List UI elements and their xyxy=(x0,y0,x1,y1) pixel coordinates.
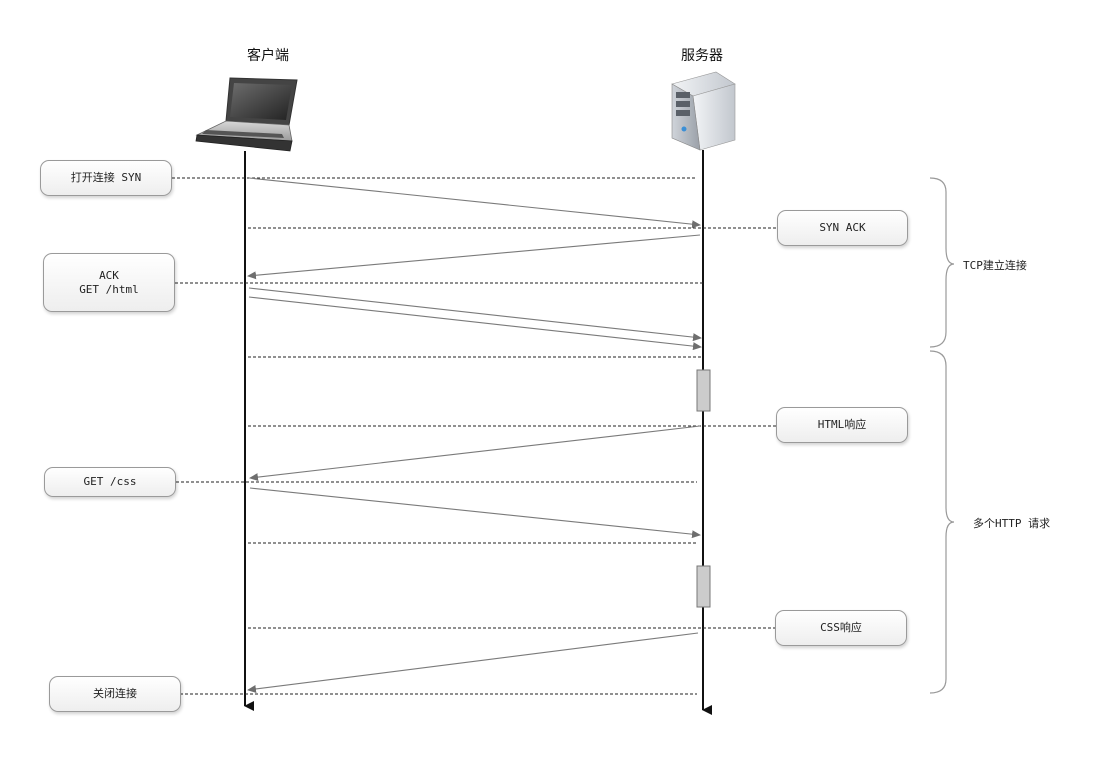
note-text: 关闭连接 xyxy=(93,687,137,700)
note-html-response: HTML响应 xyxy=(776,407,908,443)
note-get-css: GET /css xyxy=(44,467,176,497)
time-guide-lines xyxy=(172,177,777,695)
note-syn-ack: SYN ACK xyxy=(777,210,908,246)
note-css-response: CSS响应 xyxy=(775,610,907,646)
note-text: CSS响应 xyxy=(820,621,862,634)
note-text: 打开连接 SYN xyxy=(70,171,142,184)
note-text: GET /html xyxy=(79,282,139,296)
note-close: 关闭连接 xyxy=(49,676,181,712)
tcp-phase-label: TCP建立连接 xyxy=(963,259,1027,272)
note-text: HTML响应 xyxy=(817,418,867,431)
note-text: GET /css xyxy=(83,475,137,488)
server-title: 服务器 xyxy=(681,48,723,64)
http-phase-brace xyxy=(929,350,955,694)
server-tower-icon xyxy=(671,71,736,151)
note-ack-get-html: ACK GET /html xyxy=(43,253,175,312)
http-phase-label: 多个HTTP 请求 xyxy=(973,517,1051,530)
message-arrows xyxy=(247,177,702,693)
note-text: SYN ACK xyxy=(819,221,866,234)
note-text: ACK xyxy=(99,268,119,282)
server-activation-box xyxy=(696,369,711,412)
server-activation-box xyxy=(696,565,711,608)
client-title: 客户端 xyxy=(247,48,289,64)
tcp-phase-brace xyxy=(929,177,955,348)
laptop-icon xyxy=(195,77,298,152)
note-open-syn: 打开连接 SYN xyxy=(40,160,172,196)
